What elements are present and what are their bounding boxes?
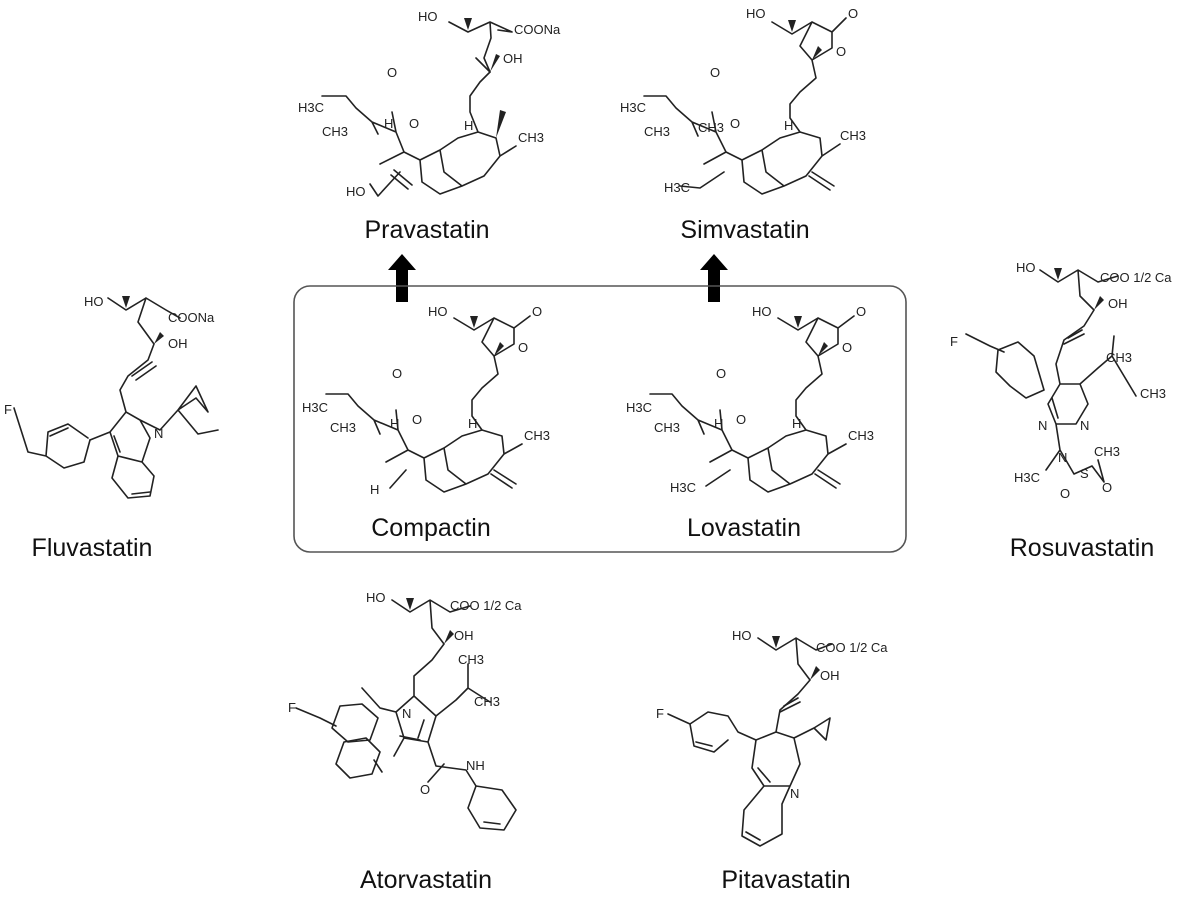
fluvastatin-name: Fluvastatin xyxy=(32,534,153,562)
pravastatin-ho-ring: HO xyxy=(346,184,366,199)
rosuvastatin-name: Rosuvastatin xyxy=(1010,534,1155,562)
fluvastatin-ho-top: HO xyxy=(84,294,104,309)
lovastatin-lactone-carbonyl-o: O xyxy=(856,304,866,319)
lovastatin-ch3-side: CH3 xyxy=(654,420,680,435)
compactin-name: Compactin xyxy=(371,514,491,542)
rosuvastatin-structure: HO COO 1/2 Ca OH F CH3 CH3 N N N CH3 H3C… xyxy=(950,260,1172,501)
compactin-ch3-ring: CH3 xyxy=(524,428,550,443)
compactin-carbonyl-o: O xyxy=(392,366,402,381)
rosuvastatin-ch3: CH3 xyxy=(1140,386,1166,401)
atorvastatin-name: Atorvastatin xyxy=(360,866,492,894)
rosuvastatin-ch3-s: CH3 xyxy=(1094,444,1120,459)
rosuvastatin-ho-top: HO xyxy=(1016,260,1036,275)
compactin-ester-o: O xyxy=(412,412,422,427)
fluvastatin-oh-label: OH xyxy=(168,336,188,351)
pravastatin-h-alpha: H xyxy=(384,116,393,131)
lovastatin-h3c-ring: H3C xyxy=(670,480,696,495)
atorvastatin-structure: HO COO 1/2 Ca OH F N CH3 CH3 O NH xyxy=(288,590,522,831)
pravastatin-h-junction: H xyxy=(464,118,473,133)
pravastatin-carboxylate-label: COONa xyxy=(514,22,561,37)
rosuvastatin-carboxylate-label: COO 1/2 Ca xyxy=(1100,270,1172,285)
pitavastatin-name: Pitavastatin xyxy=(721,866,850,894)
simvastatin-h3c-ring: H3C xyxy=(664,180,690,195)
atorvastatin-n-label: N xyxy=(402,706,411,721)
rosuvastatin-o2: O xyxy=(1102,480,1112,495)
rosuvastatin-ch3-top: CH3 xyxy=(1106,350,1132,365)
compactin-lactone-carbonyl-o: O xyxy=(532,304,542,319)
pravastatin-name: Pravastatin xyxy=(364,216,489,244)
rosuvastatin-f-label: F xyxy=(950,334,958,349)
simvastatin-lactone-carbonyl-o: O xyxy=(848,6,858,21)
pravastatin-h3c-label: H3C xyxy=(298,100,324,115)
lovastatin-ch3-ring: CH3 xyxy=(848,428,874,443)
pitavastatin-oh-label: OH xyxy=(820,668,840,683)
fluvastatin-f-label: F xyxy=(4,402,12,417)
arrow-compactin-to-pravastatin xyxy=(388,254,416,302)
compactin-h-junction: H xyxy=(468,416,477,431)
rosuvastatin-h3c: H3C xyxy=(1014,470,1040,485)
pravastatin-structure: HO COONa OH O H3C H O H CH3 CH3 HO xyxy=(298,9,561,199)
atorvastatin-nh-label: NH xyxy=(466,758,485,773)
atorvastatin-carboxylate-label: COO 1/2 Ca xyxy=(450,598,522,613)
compactin-lactone-o: O xyxy=(518,340,528,355)
lovastatin-h3c-label: H3C xyxy=(626,400,652,415)
lovastatin-lactone-o: O xyxy=(842,340,852,355)
pitavastatin-carboxylate-label: COO 1/2 Ca xyxy=(816,640,888,655)
atorvastatin-oh-label: OH xyxy=(454,628,474,643)
lovastatin-h-junction: H xyxy=(792,416,801,431)
fluvastatin-n-label: N xyxy=(154,426,163,441)
rosuvastatin-o1: O xyxy=(1060,486,1070,501)
pravastatin-ch3-side: CH3 xyxy=(322,124,348,139)
simvastatin-h3c-label: H3C xyxy=(620,100,646,115)
atorvastatin-ch3: CH3 xyxy=(474,694,500,709)
pitavastatin-ho-top: HO xyxy=(732,628,752,643)
lovastatin-carbonyl-o: O xyxy=(716,366,726,381)
pravastatin-ester-o: O xyxy=(409,116,419,131)
simvastatin-ch3-gem: CH3 xyxy=(698,120,724,135)
simvastatin-structure: HO O O O H3C O CH3 H CH3 H3C CH3 xyxy=(620,6,866,195)
rosuvastatin-n1: N xyxy=(1038,418,1047,433)
fluvastatin-structure: HO COONa OH F N xyxy=(4,294,219,499)
pitavastatin-n-label: N xyxy=(790,786,799,801)
precursor-box xyxy=(293,285,907,553)
pravastatin-carbonyl-o: O xyxy=(387,65,397,80)
compactin-h-alpha: H xyxy=(390,416,399,431)
arrow-lovastatin-to-simvastatin xyxy=(700,254,728,302)
lovastatin-name: Lovastatin xyxy=(687,514,801,542)
atorvastatin-carbonyl-o: O xyxy=(420,782,430,797)
pitavastatin-structure: HO COO 1/2 Ca OH F N xyxy=(656,628,888,847)
compactin-h3c-label: H3C xyxy=(302,400,328,415)
pravastatin-ch3-ring: CH3 xyxy=(518,130,544,145)
atorvastatin-f-label: F xyxy=(288,700,296,715)
rosuvastatin-s: S xyxy=(1080,466,1089,481)
lovastatin-ho-top: HO xyxy=(752,304,772,319)
simvastatin-h-junction: H xyxy=(784,118,793,133)
simvastatin-ch3-side: CH3 xyxy=(644,124,670,139)
rosuvastatin-n3: N xyxy=(1058,450,1067,465)
compactin-structure: HO O O O H3C H O H CH3 H CH3 xyxy=(302,304,550,497)
compactin-ch3-side: CH3 xyxy=(330,420,356,435)
atorvastatin-ch3-top: CH3 xyxy=(458,652,484,667)
simvastatin-ho-top: HO xyxy=(746,6,766,21)
simvastatin-name: Simvastatin xyxy=(680,216,809,244)
atorvastatin-ho-top: HO xyxy=(366,590,386,605)
simvastatin-lactone-o: O xyxy=(836,44,846,59)
simvastatin-ch3-ring: CH3 xyxy=(840,128,866,143)
lovastatin-h-alpha: H xyxy=(714,416,723,431)
compactin-h-ring: H xyxy=(370,482,379,497)
lovastatin-ester-o: O xyxy=(736,412,746,427)
rosuvastatin-oh-label: OH xyxy=(1108,296,1128,311)
pravastatin-oh-label: OH xyxy=(503,51,523,66)
lovastatin-structure: HO O O O H3C H O H CH3 H3C CH3 xyxy=(626,304,874,495)
simvastatin-carbonyl-o: O xyxy=(710,65,720,80)
simvastatin-ester-o: O xyxy=(730,116,740,131)
pitavastatin-f-label: F xyxy=(656,706,664,721)
rosuvastatin-n2: N xyxy=(1080,418,1089,433)
compactin-ho-top: HO xyxy=(428,304,448,319)
fluvastatin-carboxylate-label: COONa xyxy=(168,310,215,325)
pravastatin-ho-top: HO xyxy=(418,9,438,24)
